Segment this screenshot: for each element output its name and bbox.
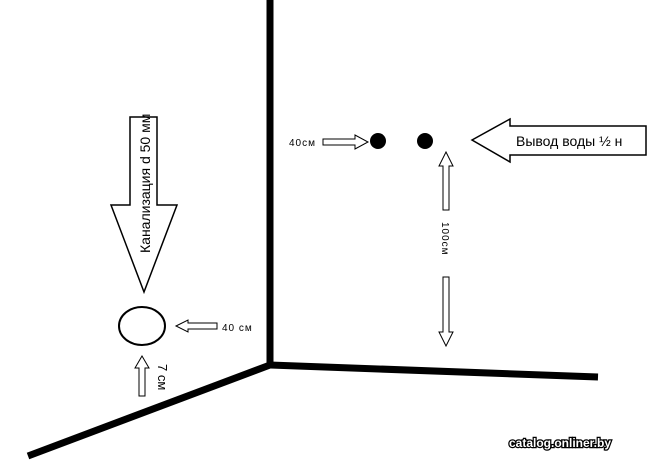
water-offset-arrow (322, 134, 370, 150)
water-height-arrow-down (438, 276, 454, 348)
sewer-pipe-circle (118, 306, 166, 346)
sewer-down-arrow: Канализация d 50 мм (109, 114, 179, 295)
water-offset-label: 40см (289, 138, 316, 149)
sewer-offset-label: 40 см (222, 323, 253, 334)
floor-right-edge-line (269, 361, 599, 381)
sewer-height-label: 7 см (155, 364, 170, 390)
water-outlet-dot-left (370, 133, 386, 149)
water-height-label: 100см (439, 222, 450, 256)
water-outlet-dot-right (417, 133, 433, 149)
sewer-label: Канализация d 50 мм (137, 114, 153, 253)
water-outlet-label: Вывод воды ½ н (516, 133, 622, 149)
water-outlet-arrow (470, 117, 647, 164)
floor-left-edge-line (26, 361, 272, 460)
sewer-height-arrow (134, 355, 150, 397)
water-height-arrow-up (438, 150, 454, 211)
room-corner (26, 0, 599, 460)
watermark-text: catalog.onliner.by (509, 436, 611, 450)
sewer-offset-arrow (174, 319, 218, 333)
